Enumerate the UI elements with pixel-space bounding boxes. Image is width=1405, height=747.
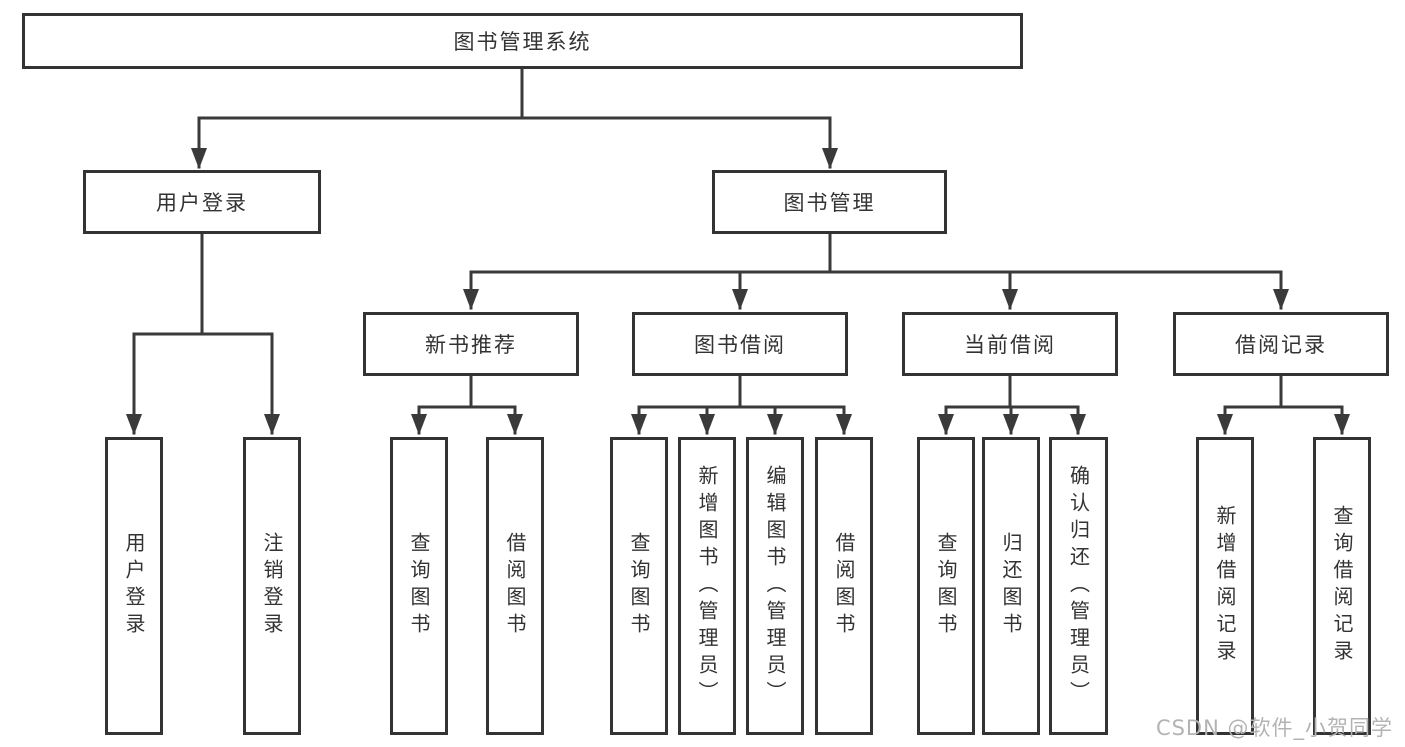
leaf-return-book-label: 归还图书 bbox=[999, 532, 1023, 640]
leaf-query-books-recommend-label: 查询图书 bbox=[407, 532, 431, 640]
node-book-management-label: 图书管理 bbox=[783, 191, 876, 215]
node-book-borrow-label: 图书借阅 bbox=[694, 333, 786, 357]
node-user-login-label: 用户登录 bbox=[156, 191, 248, 215]
leaf-user-login: 用户登录 bbox=[105, 437, 163, 735]
leaf-confirm-return-admin: 确认归还（管理员） bbox=[1049, 437, 1108, 735]
leaf-borrow-books-recommend-label: 借阅图书 bbox=[503, 532, 527, 640]
leaf-add-book-admin: 新增图书（管理员） bbox=[678, 437, 736, 735]
leaf-logout-label: 注销登录 bbox=[260, 532, 284, 640]
leaf-return-book: 归还图书 bbox=[982, 437, 1040, 735]
leaf-edit-book-admin-label: 编辑图书（管理员） bbox=[763, 464, 787, 708]
leaf-borrow-books: 借阅图书 bbox=[815, 437, 873, 735]
node-current-borrow-label: 当前借阅 bbox=[964, 333, 1056, 357]
node-book-management: 图书管理 bbox=[712, 170, 947, 234]
node-borrow-records-label: 借阅记录 bbox=[1235, 333, 1327, 357]
node-root: 图书管理系统 bbox=[22, 13, 1023, 69]
node-new-book-recommend-label: 新书推荐 bbox=[425, 333, 517, 357]
leaf-query-borrow-record: 查询借阅记录 bbox=[1313, 437, 1371, 735]
leaf-query-borrow-record-label: 查询借阅记录 bbox=[1330, 505, 1354, 667]
leaf-edit-book-admin: 编辑图书（管理员） bbox=[746, 437, 804, 735]
leaf-user-login-label: 用户登录 bbox=[122, 532, 146, 640]
leaf-query-books-borrow: 查询图书 bbox=[610, 437, 668, 735]
leaf-borrow-books-label: 借阅图书 bbox=[832, 532, 856, 640]
leaf-query-books-recommend: 查询图书 bbox=[390, 437, 448, 735]
leaf-confirm-return-admin-label: 确认归还（管理员） bbox=[1066, 464, 1091, 708]
node-root-label: 图书管理系统 bbox=[453, 30, 592, 54]
leaf-query-books-current-label: 查询图书 bbox=[934, 532, 958, 640]
node-current-borrow: 当前借阅 bbox=[902, 312, 1118, 376]
node-book-borrow: 图书借阅 bbox=[632, 312, 848, 376]
leaf-logout: 注销登录 bbox=[243, 437, 301, 735]
leaf-borrow-books-recommend: 借阅图书 bbox=[486, 437, 544, 735]
leaf-add-borrow-record-label: 新增借阅记录 bbox=[1213, 505, 1237, 667]
node-borrow-records: 借阅记录 bbox=[1173, 312, 1389, 376]
leaf-add-borrow-record: 新增借阅记录 bbox=[1196, 437, 1254, 735]
csdn-watermark: CSDN @软件_小贺同学 bbox=[1155, 716, 1393, 740]
node-new-book-recommend: 新书推荐 bbox=[363, 312, 579, 376]
leaf-add-book-admin-label: 新增图书（管理员） bbox=[695, 464, 719, 708]
leaf-query-books-borrow-label: 查询图书 bbox=[627, 532, 651, 640]
node-user-login: 用户登录 bbox=[83, 170, 321, 234]
leaf-query-books-current: 查询图书 bbox=[917, 437, 975, 735]
